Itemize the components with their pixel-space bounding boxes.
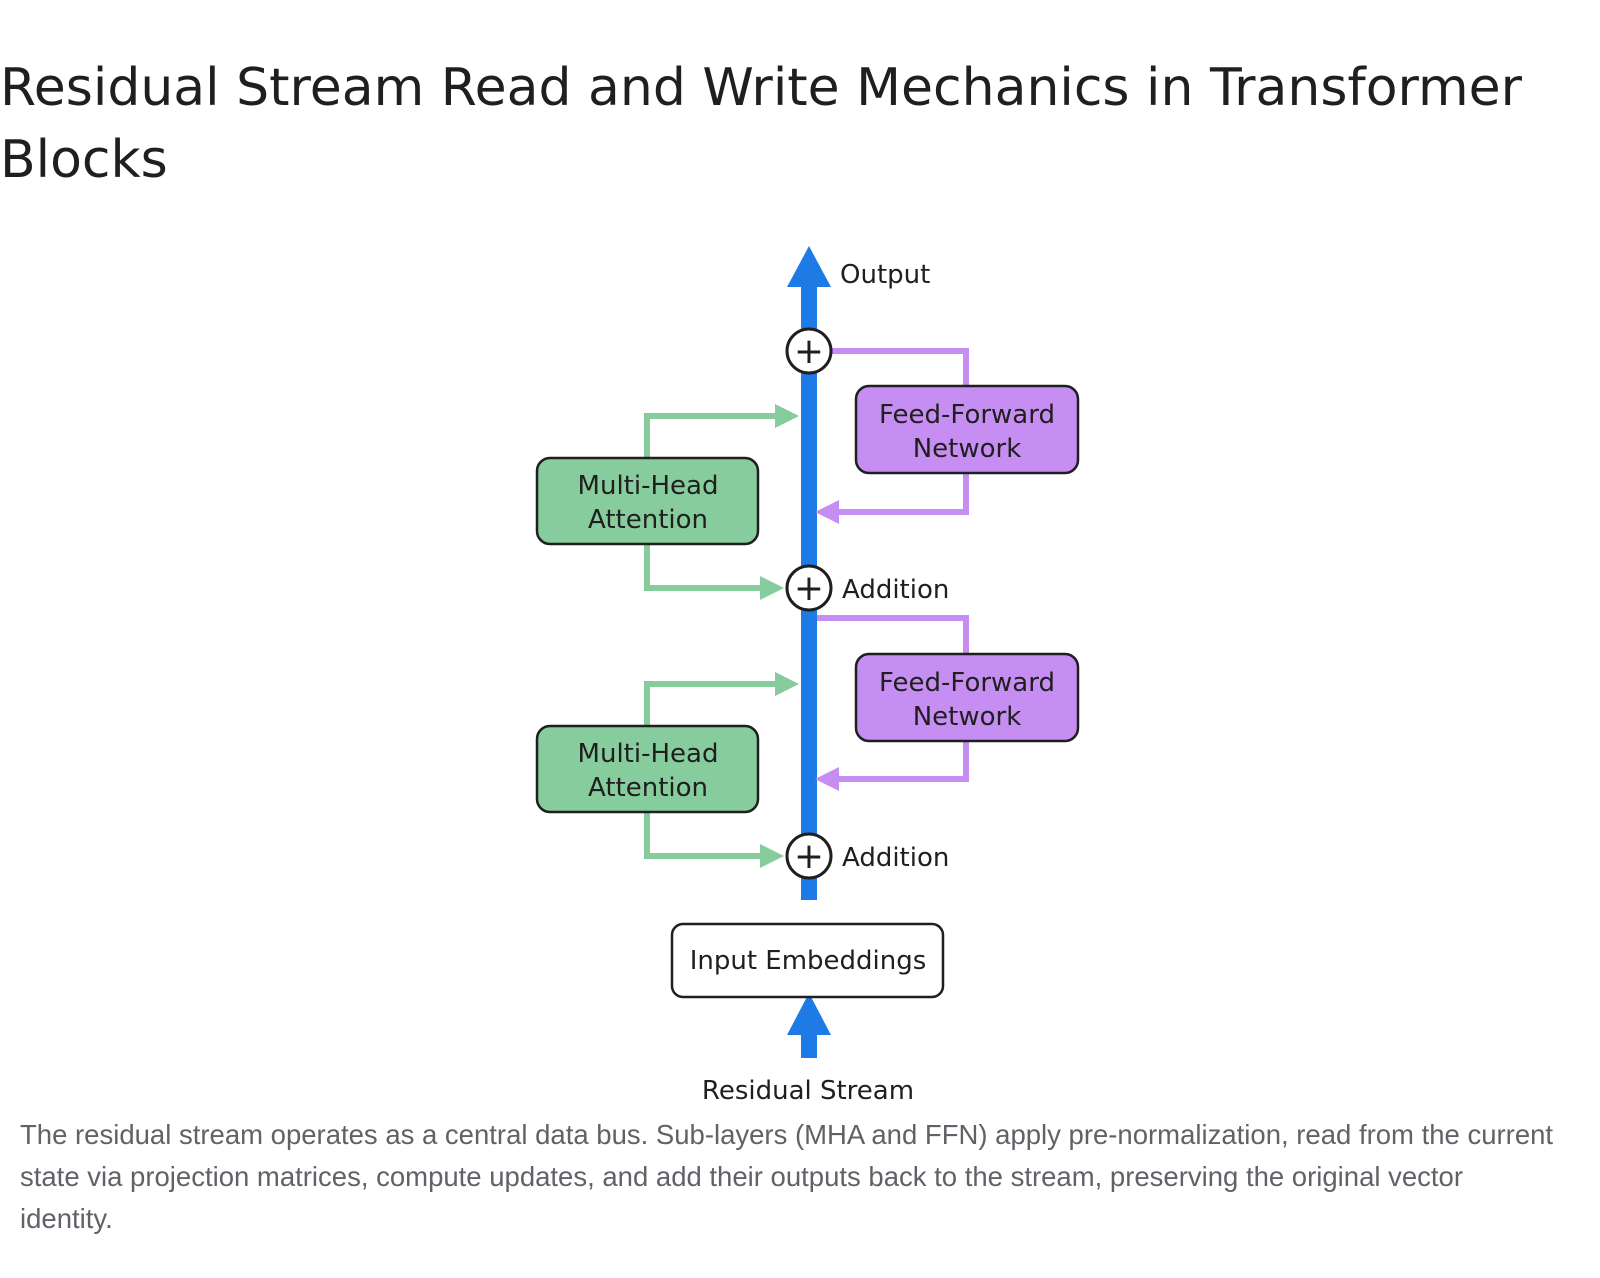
ffn-box-upper: Feed-Forward Network — [854, 384, 1080, 475]
mha-write-arrowhead-lower — [760, 844, 784, 868]
plus-icon: + — [794, 568, 824, 609]
addition-label-middle: Addition — [842, 575, 949, 605]
ffn-read-line-lower — [817, 615, 969, 654]
ffn-label-line1: Feed-Forward — [879, 668, 1055, 698]
input-arrowhead — [787, 993, 831, 1035]
ffn-read-line-upper — [830, 348, 969, 386]
mha-read-line-upper — [644, 413, 776, 458]
ffn-label-line2: Network — [913, 434, 1022, 464]
addition-node-top: + — [785, 327, 833, 375]
mha-write-arrowhead-upper — [760, 576, 784, 600]
mha-read-arrowhead-upper — [775, 404, 799, 428]
ffn-box-lower: Feed-Forward Network — [854, 652, 1080, 743]
mha-box-upper: Multi-Head Attention — [535, 456, 760, 546]
ffn-write-line-upper — [836, 472, 969, 515]
ffn-connectors — [817, 348, 969, 782]
page-title: Residual Stream Read and Write Mechanics… — [0, 58, 1523, 190]
mha-write-line-lower — [644, 811, 762, 859]
mha-read-line-lower — [644, 681, 776, 726]
plus-icon: + — [794, 836, 824, 877]
output-label: Output — [840, 260, 930, 290]
mha-label-line2: Attention — [588, 505, 708, 535]
mha-box-lower: Multi-Head Attention — [535, 724, 760, 814]
input-embeddings-label: Input Embeddings — [690, 946, 927, 976]
addition-node-middle: + — [785, 564, 833, 612]
residual-stream-label: Residual Stream — [702, 1076, 914, 1106]
addition-label-bottom: Addition — [842, 843, 949, 873]
mha-label-line1: Multi-Head — [578, 739, 719, 769]
ffn-write-line-lower — [836, 740, 969, 782]
mha-label-line1: Multi-Head — [578, 471, 719, 501]
mha-write-line-upper — [644, 543, 762, 591]
ffn-label-line1: Feed-Forward — [879, 400, 1055, 430]
output-arrowhead — [787, 246, 831, 287]
mha-connectors — [644, 413, 776, 859]
mha-label-line2: Attention — [588, 773, 708, 803]
ffn-write-arrowhead-lower — [815, 767, 839, 791]
plus-icon: + — [794, 331, 824, 372]
input-embeddings-box: Input Embeddings — [670, 922, 945, 999]
ffn-label-line2: Network — [913, 702, 1022, 732]
addition-node-bottom: + — [785, 832, 833, 880]
ffn-write-arrowhead-upper — [815, 500, 839, 524]
diagram-caption: The residual stream operates as a centra… — [20, 1119, 1554, 1234]
mha-read-arrowhead-lower — [775, 672, 799, 696]
